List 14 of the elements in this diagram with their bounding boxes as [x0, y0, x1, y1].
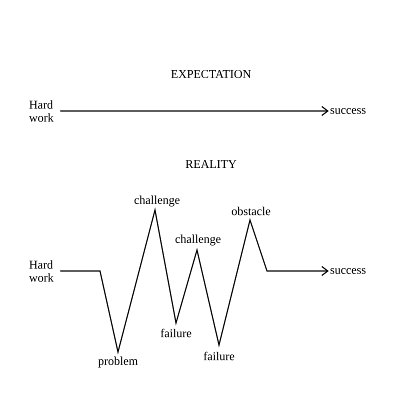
- heading: REALITY: [186, 160, 236, 168]
- point-label: challenge: [175, 234, 221, 246]
- text-label: success: [330, 268, 366, 274]
- text-label: Hard work: [29, 100, 54, 122]
- point-label: obstacle: [232, 206, 270, 216]
- heading: EXPECTATION: [171, 70, 251, 78]
- point-label: failure: [160, 328, 192, 338]
- point-label: challenge: [134, 196, 180, 206]
- point-label: failure: [204, 352, 234, 360]
- text-label: success: [330, 108, 366, 114]
- text-label: Hard work: [29, 260, 54, 282]
- arrow: [60, 106, 329, 116]
- point-label: problem: [98, 356, 138, 368]
- arrow: [60, 207, 329, 355]
